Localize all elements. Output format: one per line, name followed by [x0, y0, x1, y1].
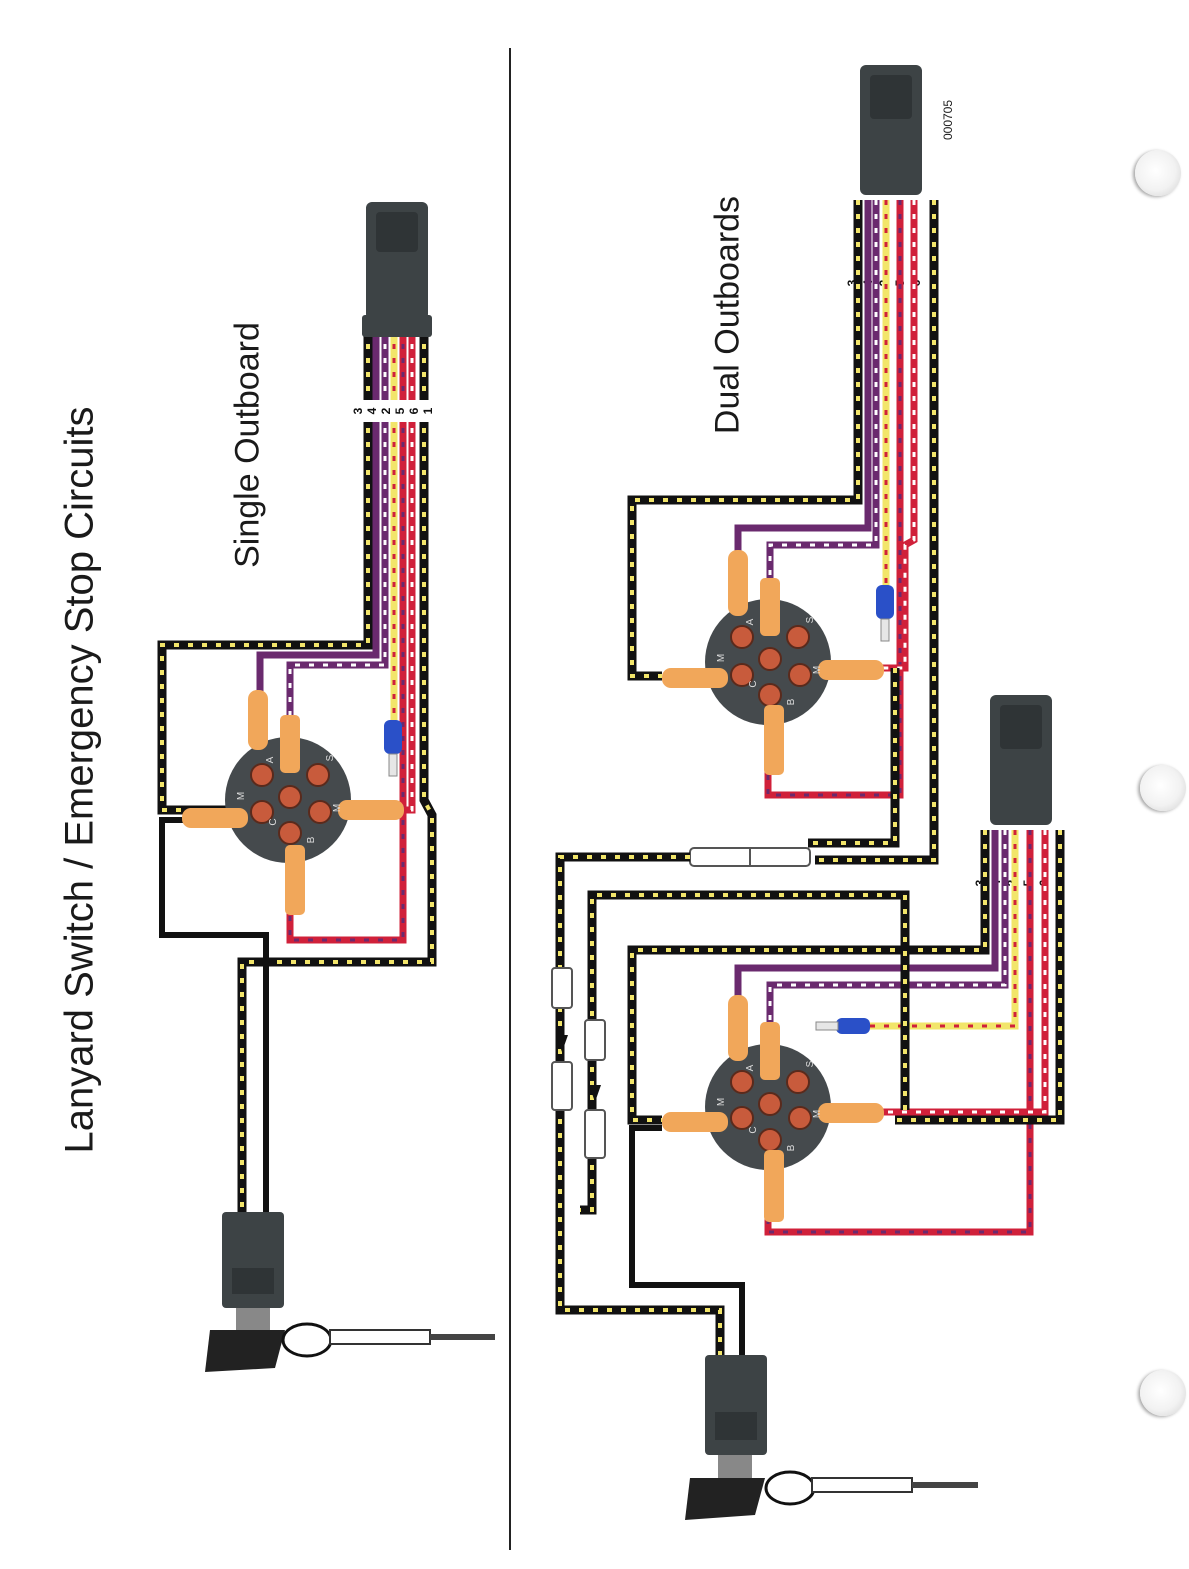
figure-id: 000705	[941, 100, 955, 140]
binder-hole-middle	[1140, 765, 1186, 811]
wire-black	[162, 820, 266, 1220]
dual-upper-terminal-a: A	[745, 618, 756, 625]
dual-lanyard-assembly	[685, 1355, 978, 1520]
dual-lower-terminal-m1: M	[716, 1098, 727, 1106]
dual-lower-terminal-s: S	[805, 1060, 816, 1067]
dual-lower-terminal-b: B	[786, 1144, 797, 1151]
dual-outboards-label: Dual Outboards	[709, 196, 748, 434]
dual-outboards-diagram: 3 4 2 5 6 1	[552, 65, 1074, 1520]
binder-hole-top	[1135, 150, 1181, 196]
single-lanyard-assembly	[205, 1212, 495, 1372]
dual-upper-terminal-m2: M	[812, 666, 823, 674]
single-lanyard-switch: A M C B M S	[182, 690, 404, 915]
single-terminal-m1: M	[236, 792, 247, 800]
dual-upper-terminal-b: B	[786, 698, 797, 705]
single-pin-labels: 3 4 2 5 6 1	[351, 400, 435, 422]
single-terminal-a: A	[265, 756, 276, 763]
single-blue-bullet	[384, 720, 402, 754]
single-terminal-b: B	[306, 836, 317, 843]
dual-lower-terminal-c: C	[748, 1126, 759, 1133]
dual-upper-terminal-m1: M	[716, 654, 727, 662]
single-outboard-diagram: 3 4 2 5 6 1 A M	[162, 202, 495, 1372]
page-title: Lanyard Switch / Emergency Stop Circuits	[58, 407, 103, 1154]
dual-upper-switch: A M C B M S	[662, 550, 894, 775]
single-pin-1: 1	[421, 407, 435, 414]
single-pin-3: 3	[351, 407, 365, 414]
wire-purple	[260, 330, 376, 710]
dual-lower-terminal-m2: M	[812, 1110, 823, 1118]
single-terminal-m2: M	[332, 804, 343, 812]
dual-upper-terminal-c: C	[748, 680, 759, 687]
binder-hole-bottom	[1140, 1370, 1186, 1416]
dual-upper-terminal-s: S	[805, 616, 816, 623]
single-terminal-s: S	[325, 754, 336, 761]
dual-lower-terminal-a: A	[745, 1064, 756, 1071]
single-pin-2: 2	[379, 407, 393, 414]
single-terminal-c: C	[268, 818, 279, 825]
single-pin-5: 5	[393, 407, 407, 414]
single-outboard-label: Single Outboard	[229, 322, 268, 568]
single-pin-4: 4	[365, 407, 379, 414]
single-pin-6: 6	[407, 407, 421, 414]
dual-lower-switch: A M C B M S	[662, 995, 884, 1222]
